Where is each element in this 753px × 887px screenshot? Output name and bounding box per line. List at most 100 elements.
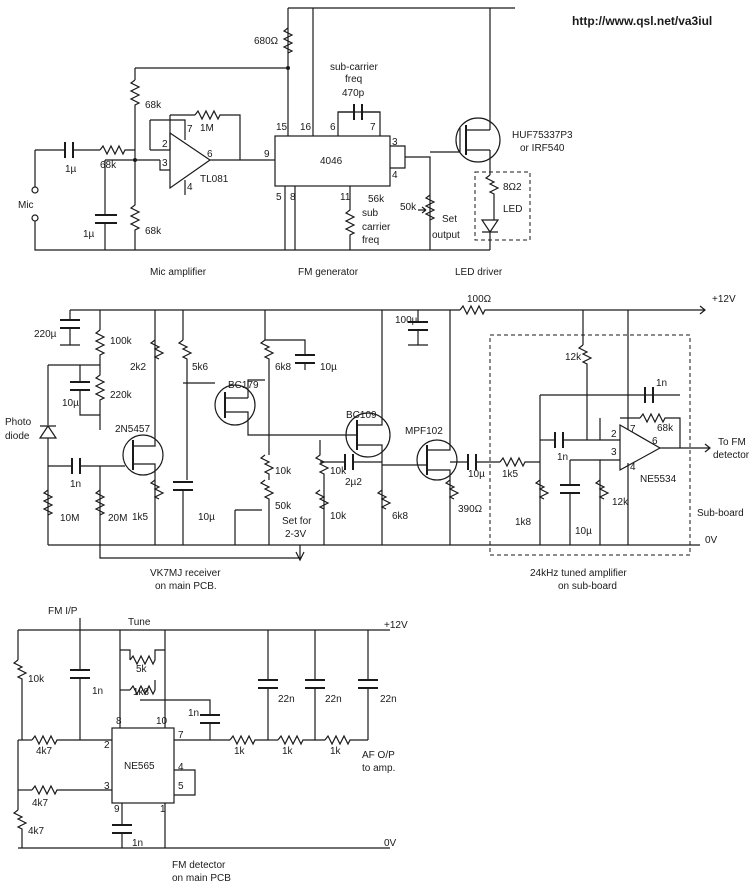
jfet-mpf102	[416, 439, 458, 481]
label-ne565: NE565	[124, 761, 155, 772]
sub-board-box	[489, 334, 691, 556]
label-set: Set	[442, 214, 457, 225]
section-fm-detector: FM I/P Tune +12V 10k 1n 5k 1k8 4k7 4k7 4…	[12, 606, 408, 884]
label-detector: detector	[713, 450, 750, 461]
pin-11: 11	[340, 192, 351, 203]
ne565-pin-7: 7	[178, 730, 184, 741]
label-10k-a: 10k	[275, 466, 292, 477]
section-mic-fm-led: 680Ω sub-carrier freq 470p 15 16 6 7 9 3…	[18, 7, 573, 278]
caption-sub-board: on sub-board	[558, 581, 617, 592]
label-1u-bias: 1µ	[83, 229, 95, 240]
op2-pin-3: 3	[611, 447, 617, 458]
caption-fm-generator: FM generator	[298, 267, 359, 278]
label-1k8: 1k8	[515, 517, 532, 528]
caption-led-driver: LED driver	[455, 267, 503, 278]
resistor-100k	[94, 329, 106, 365]
cap-2u2	[344, 454, 354, 470]
ne565-pin-2: 2	[104, 740, 110, 751]
pot-50k	[424, 194, 436, 221]
label-1k-a: 1k	[234, 746, 246, 757]
pin-7: 7	[370, 122, 376, 133]
caption-fm-detector: FM detector	[172, 860, 226, 871]
resistor-12k-b	[594, 479, 610, 500]
caption-receiver: VK7MJ receiver	[150, 568, 221, 579]
cap-22n-c	[358, 679, 378, 689]
label-subcarrier-freq: freq	[345, 74, 362, 85]
label-50k: 50k	[400, 202, 417, 213]
opamp-tl081	[169, 131, 212, 190]
label-220k: 220k	[110, 390, 133, 401]
op-pin-2: 2	[162, 139, 168, 150]
label-subcarrier: sub-carrier	[330, 62, 378, 73]
label-0v-bot: 0V	[384, 838, 397, 849]
label-10u-e: 10µ	[575, 526, 592, 537]
label-freq: freq	[362, 235, 379, 246]
resistor-1k8	[534, 479, 550, 500]
resistor-68k-lower	[129, 160, 141, 250]
pin-3: 3	[392, 137, 398, 148]
label-1n-feedback: 1n	[656, 378, 667, 389]
caption-tuned-amp: 24kHz tuned amplifier	[530, 568, 627, 579]
label-390: 390Ω	[458, 504, 483, 515]
label-4k7-b: 4k7	[32, 798, 49, 809]
label-1k5-b: 1k5	[502, 469, 519, 480]
label-tune: Tune	[128, 617, 151, 628]
label-1n-loop: 1n	[188, 708, 199, 719]
resistor-6k8	[259, 339, 275, 455]
ic-4046	[274, 135, 391, 187]
label-6k8: 6k8	[275, 362, 292, 373]
resistor-1k8-bot	[129, 680, 156, 696]
ne565-pin-10: 10	[156, 716, 168, 727]
op2-pin-7: 7	[630, 424, 636, 435]
led-symbol	[480, 219, 500, 234]
resistor-10M	[42, 489, 54, 516]
pin-6: 6	[330, 122, 336, 133]
opamp-ne5534	[619, 423, 662, 472]
label-100u: 100µ	[395, 315, 418, 326]
label-mic: Mic	[18, 200, 34, 211]
resistor-56k	[344, 186, 356, 250]
label-to-amp: to amp.	[362, 763, 395, 774]
label-22n-c: 22n	[380, 694, 397, 705]
cap-10u-sub	[560, 484, 580, 494]
cap-22n-b	[305, 679, 325, 689]
label-10M: 10M	[60, 513, 79, 524]
label-22n-b: 22n	[325, 694, 342, 705]
label-2k2: 2k2	[130, 362, 147, 373]
label-photo: Photo	[5, 417, 32, 428]
label-4k7-c: 4k7	[28, 826, 45, 837]
caption-fm-detector-pcb: on main PCB	[172, 873, 231, 884]
label-1n-bot: 1n	[132, 838, 143, 849]
ne565-pin-4: 4	[178, 762, 184, 773]
ne565-pin-1: 1	[160, 804, 166, 815]
cap-1n-bot	[112, 824, 132, 834]
cap-10u-decouple	[295, 354, 315, 364]
label-680: 680Ω	[254, 36, 279, 47]
cap-1n-input	[71, 458, 81, 474]
label-1k-c: 1k	[330, 746, 342, 757]
label-sub-board: Sub-board	[697, 508, 744, 519]
pot-5k	[129, 649, 165, 666]
label-1n-tuned: 1n	[557, 452, 568, 463]
label-mpf102: MPF102	[405, 426, 443, 437]
cap-22n-a	[258, 679, 278, 689]
resistor-1k-b	[277, 734, 315, 746]
label-12k-b: 12k	[612, 497, 629, 508]
resistor-5k6	[177, 339, 193, 480]
label-mosfet-alt: or IRF540	[520, 143, 565, 154]
label-4046: 4046	[320, 156, 343, 167]
op2-pin-6: 6	[652, 436, 658, 447]
cap-220u	[60, 319, 80, 329]
label-carrier: carrier	[362, 222, 391, 233]
label-1k-b: 1k	[282, 746, 294, 757]
cap-1n-feedback	[644, 387, 654, 403]
op-pin-3: 3	[162, 158, 168, 169]
label-12k-a: 12k	[565, 352, 582, 363]
cap-1u-bias	[95, 214, 117, 224]
label-10u-d: 10µ	[468, 469, 485, 480]
cap-10u-emitter	[173, 481, 193, 491]
label-12v-mid: +12V	[712, 294, 736, 305]
label-ne5534: NE5534	[640, 474, 677, 485]
label-470p: 470p	[342, 88, 365, 99]
resistor-390	[444, 479, 460, 500]
